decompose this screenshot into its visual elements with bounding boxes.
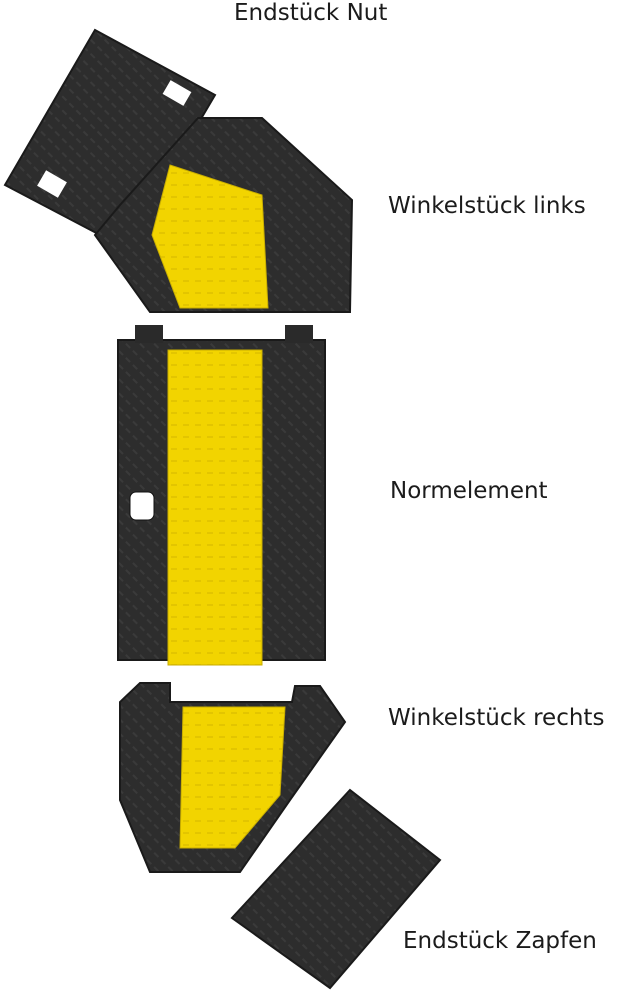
piece-standard: [117, 325, 326, 666]
piece-angle-left: [93, 117, 354, 313]
piece-angle-right: [119, 682, 347, 873]
label-angle-left: Winkelstück links: [388, 193, 586, 219]
piece-end-tenon: [230, 788, 442, 990]
label-end-groove: Endstück Nut: [234, 0, 388, 26]
label-end-tenon: Endstück Zapfen: [403, 928, 597, 954]
piece-end-groove: [3, 28, 217, 250]
label-angle-right: Winkelstück rechts: [388, 705, 605, 731]
label-standard: Normelement: [390, 478, 548, 504]
